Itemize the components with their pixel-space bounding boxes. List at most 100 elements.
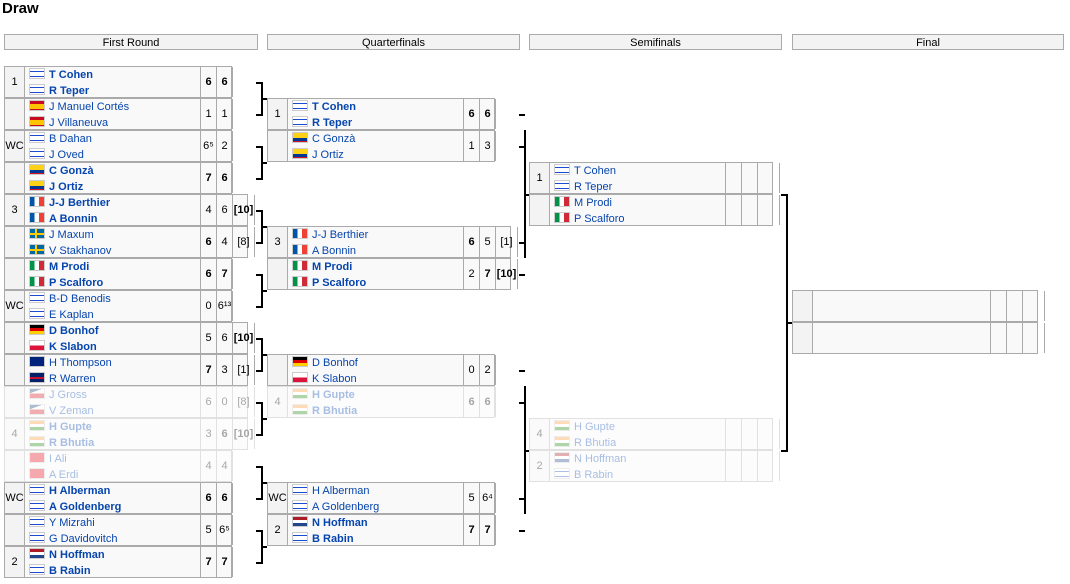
player-name-link[interactable]: K Slabon bbox=[312, 373, 357, 385]
round-header-4: Final bbox=[792, 34, 1064, 50]
bracket-connector bbox=[256, 178, 262, 180]
seed-cell: WC bbox=[268, 483, 288, 513]
player-line: H Gupte bbox=[550, 419, 725, 435]
seed-cell bbox=[5, 99, 25, 129]
bracket-connector bbox=[256, 210, 262, 212]
set-score bbox=[742, 419, 758, 449]
bracket-connector bbox=[256, 338, 262, 340]
player-name-link[interactable]: G Davidovitch bbox=[49, 533, 118, 545]
player-line: R Teper bbox=[550, 179, 725, 195]
player-name-link[interactable]: P Scalforo bbox=[49, 277, 104, 289]
player-name-link[interactable]: J Villaneuva bbox=[49, 117, 109, 129]
player-name-link[interactable]: Y Mizrahi bbox=[49, 517, 95, 529]
player-name-link[interactable]: V Stakhanov bbox=[49, 245, 112, 257]
player-name-link[interactable]: H Gupte bbox=[49, 421, 92, 433]
bracket-connector bbox=[261, 482, 267, 484]
team-players: J Maxum V Stakhanov bbox=[25, 227, 201, 257]
player-line: J Maxum bbox=[25, 227, 200, 243]
france-flag-icon bbox=[29, 212, 45, 223]
player-name-link[interactable]: A Bonnin bbox=[49, 213, 98, 225]
player-name-link[interactable]: R Teper bbox=[312, 117, 353, 129]
player-name-link[interactable]: R Bhutia bbox=[49, 437, 95, 449]
player-name-link[interactable]: A Goldenberg bbox=[49, 501, 122, 513]
player-name-link[interactable]: J Maxum bbox=[49, 229, 94, 241]
set-score: 7 bbox=[201, 547, 217, 577]
player-line: C Gonzà bbox=[25, 163, 200, 179]
player-name-link[interactable]: J Manuel Cortés bbox=[49, 101, 130, 113]
team-players: J Manuel Cortés J Villaneuva bbox=[25, 99, 201, 129]
player-name-link[interactable]: J-J Berthier bbox=[312, 229, 369, 241]
player-name-link[interactable]: N Hoffman bbox=[312, 517, 368, 529]
player-name-link[interactable]: A Goldenberg bbox=[312, 501, 380, 513]
player-line: R Bhutia bbox=[288, 403, 463, 419]
player-name-link[interactable]: H Thompson bbox=[49, 357, 112, 369]
player-name-link[interactable]: H Gupte bbox=[574, 421, 615, 433]
player-name-link[interactable]: T Cohen bbox=[49, 69, 93, 81]
player-name-link[interactable]: P Scalforo bbox=[312, 277, 367, 289]
player-name-link[interactable]: R Warren bbox=[49, 373, 96, 385]
player-name-link[interactable]: M Prodi bbox=[574, 197, 612, 209]
team-players: H Thompson R Warren bbox=[25, 355, 201, 385]
player-line: T Cohen bbox=[288, 99, 463, 115]
player-name-link[interactable]: B-D Benodis bbox=[49, 293, 111, 305]
player-name-link[interactable]: D Bonhof bbox=[312, 357, 358, 369]
bracket-connector bbox=[519, 146, 525, 148]
italy-flag-icon bbox=[554, 196, 570, 207]
set-score: 4 bbox=[201, 195, 217, 225]
player-name-link[interactable]: N Hoffman bbox=[574, 453, 627, 465]
italy-flag-icon bbox=[29, 260, 45, 271]
player-name-link[interactable]: A Erdi bbox=[49, 469, 79, 481]
player-name-link[interactable]: J Oved bbox=[49, 149, 84, 161]
israel-flag-icon bbox=[29, 148, 45, 159]
player-name-link[interactable]: E Kaplan bbox=[49, 309, 94, 321]
set-score: 1 bbox=[201, 99, 217, 129]
india-flag-icon bbox=[292, 404, 308, 415]
player-name-link[interactable]: K Slabon bbox=[49, 341, 97, 353]
player-name-link[interactable]: P Scalforo bbox=[574, 213, 625, 225]
player-name-link[interactable]: B Dahan bbox=[49, 133, 92, 145]
player-name-link[interactable]: A Bonnin bbox=[312, 245, 357, 257]
player-line: M Prodi bbox=[288, 259, 463, 275]
player-name-link[interactable]: T Cohen bbox=[574, 165, 616, 177]
player-name-link[interactable]: C Gonzà bbox=[49, 165, 94, 177]
player-line: J Oved bbox=[25, 147, 200, 163]
player-line: J Ortiz bbox=[288, 147, 463, 163]
set-score bbox=[1007, 291, 1023, 321]
player-line: D Bonhof bbox=[288, 355, 463, 371]
bracket-connector bbox=[781, 194, 787, 196]
seed-cell bbox=[793, 323, 813, 353]
player-name-link[interactable]: C Gonzà bbox=[312, 133, 356, 145]
player-name-link[interactable]: H Alberman bbox=[312, 485, 370, 497]
player-line: R Teper bbox=[25, 83, 200, 99]
player-name-link[interactable]: B Rabin bbox=[312, 533, 354, 545]
player-name-link[interactable]: R Teper bbox=[49, 85, 90, 97]
bracket-connector bbox=[256, 274, 262, 276]
player-name-link[interactable]: R Bhutia bbox=[312, 405, 358, 417]
player-name-link[interactable]: J Ortiz bbox=[312, 149, 344, 161]
player-name-link[interactable]: H Gupte bbox=[312, 389, 355, 401]
set-score: 4 bbox=[201, 451, 217, 481]
player-name-link[interactable]: V Zeman bbox=[49, 405, 94, 417]
player-name-link[interactable]: J Gross bbox=[49, 389, 87, 401]
team-players bbox=[813, 291, 991, 321]
player-name-link[interactable]: D Bonhof bbox=[49, 325, 99, 337]
player-name-link[interactable]: T Cohen bbox=[312, 101, 356, 113]
seed-cell bbox=[5, 323, 25, 353]
player-name-link[interactable]: B Rabin bbox=[49, 565, 91, 577]
player-name-link[interactable]: R Bhutia bbox=[574, 437, 617, 449]
player-name-link[interactable]: H Alberman bbox=[49, 485, 111, 497]
player-name-link[interactable]: M Prodi bbox=[312, 261, 353, 273]
player-name-link[interactable]: J-J Berthier bbox=[49, 197, 111, 209]
player-name-link[interactable]: I Ali bbox=[49, 453, 67, 465]
set-score: [8] bbox=[233, 387, 255, 417]
set-score: 4 bbox=[217, 451, 233, 481]
player-name-link[interactable]: M Prodi bbox=[49, 261, 90, 273]
israel-flag-icon bbox=[29, 564, 45, 575]
player-name-link[interactable]: R Teper bbox=[574, 181, 613, 193]
player-name-link[interactable]: B Rabin bbox=[574, 469, 614, 481]
team-players: T Cohen R Teper bbox=[288, 99, 464, 129]
player-name-link[interactable]: J Ortiz bbox=[49, 181, 84, 193]
player-name-link[interactable]: N Hoffman bbox=[49, 549, 105, 561]
